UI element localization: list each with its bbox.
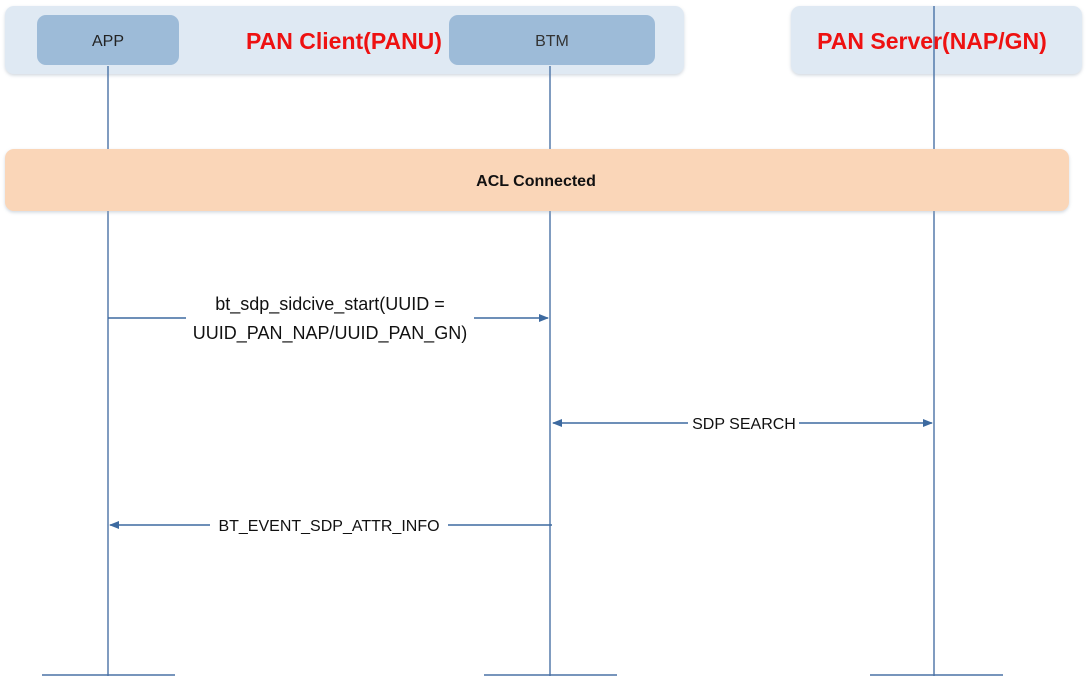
btm-participant-box	[449, 15, 655, 65]
client-group-title: PAN Client(PANU)	[246, 28, 442, 54]
acl-connected-banner	[5, 149, 1069, 211]
app-participant-label: APP	[92, 33, 124, 50]
server-group-title: PAN Server(NAP/GN)	[817, 28, 1047, 54]
sdp-start-label-line2: UUID_PAN_NAP/UUID_PAN_GN)	[193, 323, 467, 344]
sdp-attr-info-label: BT_EVENT_SDP_ATTR_INFO	[218, 518, 439, 535]
sdp-start-label-line1: bt_sdp_sidcive_start(UUID =	[215, 294, 445, 315]
app-participant-box	[37, 15, 179, 65]
server-group-panel	[791, 6, 1082, 74]
btm-participant-label: BTM	[535, 33, 569, 50]
acl-connected-label: ACL Connected	[476, 173, 596, 190]
sdp-search-label: SDP SEARCH	[692, 416, 796, 433]
